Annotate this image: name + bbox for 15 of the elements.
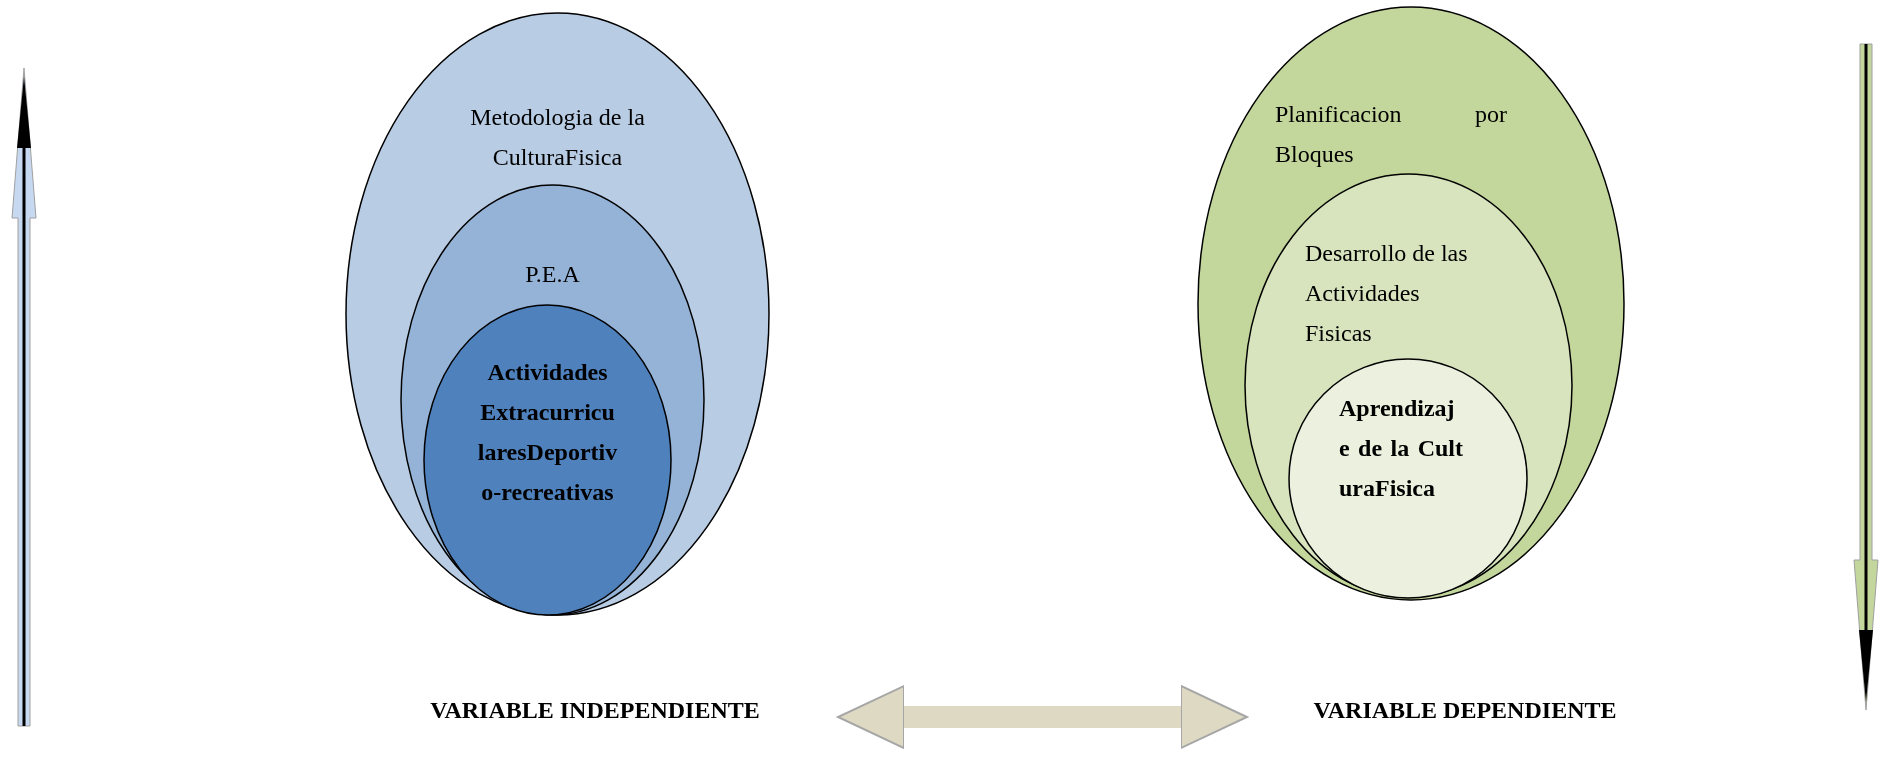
nested-ellipse <box>1244 173 1573 598</box>
variable-label: VARIABLE INDEPENDIENTE <box>429 696 761 725</box>
nested-ellipse <box>423 304 672 616</box>
ellipse-label: Desarrollo de las Actividades Fisicas <box>1305 239 1469 348</box>
ellipse-label: Actividades ExtracurricularesDeportivo-recreativas <box>477 358 618 507</box>
nested-ellipse <box>400 184 705 616</box>
double-arrow <box>837 685 1248 749</box>
ellipse-label: P.E.A <box>524 260 581 289</box>
variable-label: VARIABLE DEPENDIENTE <box>1312 696 1618 725</box>
nested-ellipse <box>345 12 770 616</box>
ellipse-label: Planificacion por Bloques <box>1275 100 1507 169</box>
ellipse-label: Aprendizaje de la CulturaFisica <box>1339 394 1463 503</box>
nested-ellipse <box>1288 358 1528 599</box>
nested-ellipse <box>1197 6 1625 601</box>
ellipse-label: Metodologia de la CulturaFisica <box>469 103 646 172</box>
